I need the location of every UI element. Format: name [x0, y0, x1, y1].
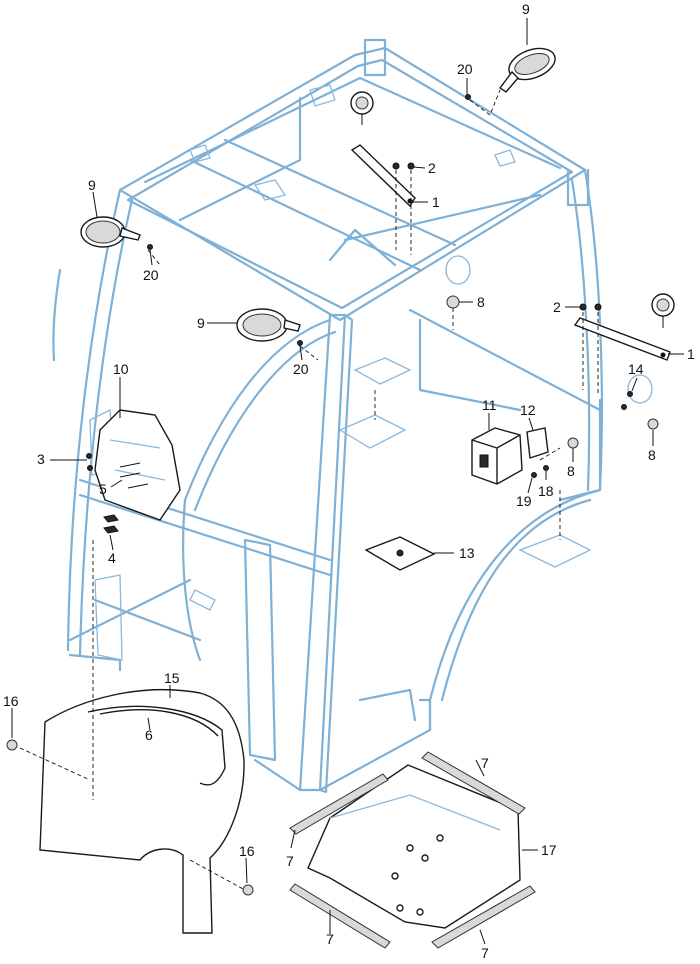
panel-10: [94, 409, 181, 521]
callout-19: 19: [516, 493, 532, 509]
frame-bosses: [445, 255, 653, 404]
callout-7-top: 7: [481, 755, 489, 771]
callout-1-rear: 1: [687, 346, 695, 362]
screws-2-roof: [392, 162, 415, 170]
screws-4: [103, 514, 119, 534]
work-lamp-top: [498, 47, 556, 93]
callout-20-left: 20: [143, 267, 159, 283]
work-lamp-left: [80, 216, 141, 248]
callout-9-middle: 9: [197, 315, 205, 331]
callout-18: 18: [538, 483, 554, 499]
callout-7-bottom-right: 7: [481, 945, 489, 961]
front-cover-15: [39, 689, 245, 934]
callout-7-bottom-left: 7: [326, 931, 334, 947]
leader-lines: [11, 18, 684, 945]
callout-6: 6: [145, 727, 153, 743]
screws-18-19: [531, 465, 549, 478]
work-lamp-middle: [236, 308, 301, 342]
callout-12: 12: [520, 402, 536, 418]
callout-labels: 9 20 9 20 9 20 2 1 2 1 8 14 10 11 12 3 8…: [3, 1, 695, 961]
rubber-strips-7: [289, 751, 536, 949]
callout-8-roof: 8: [477, 294, 485, 310]
callout-15: 15: [164, 670, 180, 686]
screws-5: [119, 462, 149, 489]
washers-3: [86, 453, 93, 471]
callout-16-left: 16: [3, 693, 19, 709]
callout-10: 10: [113, 361, 129, 377]
callout-8-right: 8: [648, 447, 656, 463]
screws-20: [147, 94, 471, 346]
callout-3: 3: [37, 451, 45, 467]
callout-9-top: 9: [522, 1, 530, 17]
pad-13: [364, 536, 436, 571]
callout-1-roof: 1: [432, 194, 440, 210]
nuts-8: [446, 295, 659, 449]
callout-8-mid: 8: [567, 463, 575, 479]
callout-13: 13: [459, 545, 475, 561]
callout-16-right: 16: [239, 843, 255, 859]
screws-14: [621, 391, 633, 410]
callout-7-left: 7: [286, 853, 294, 869]
round-lamp-rear: [651, 293, 675, 328]
lamp-bracket-rear: [573, 317, 671, 361]
lamp-bracket-roof: [350, 144, 416, 208]
callout-2-rear: 2: [553, 299, 561, 315]
fasteners-16: [6, 739, 254, 896]
floor-tray-17: [307, 764, 521, 929]
box-11: [471, 427, 523, 485]
callout-9-left: 9: [88, 177, 96, 193]
callout-4: 4: [108, 550, 116, 566]
callout-5: 5: [99, 481, 107, 497]
callout-20-middle: 20: [293, 361, 309, 377]
callout-11: 11: [482, 397, 497, 413]
callout-14: 14: [628, 361, 644, 377]
bracket-12: [526, 427, 549, 459]
callout-2-roof: 2: [428, 160, 436, 176]
callout-17: 17: [541, 842, 557, 858]
callout-20-top: 20: [457, 61, 473, 77]
screws-2-rear: [579, 303, 602, 311]
round-lamp-roof: [350, 91, 374, 125]
